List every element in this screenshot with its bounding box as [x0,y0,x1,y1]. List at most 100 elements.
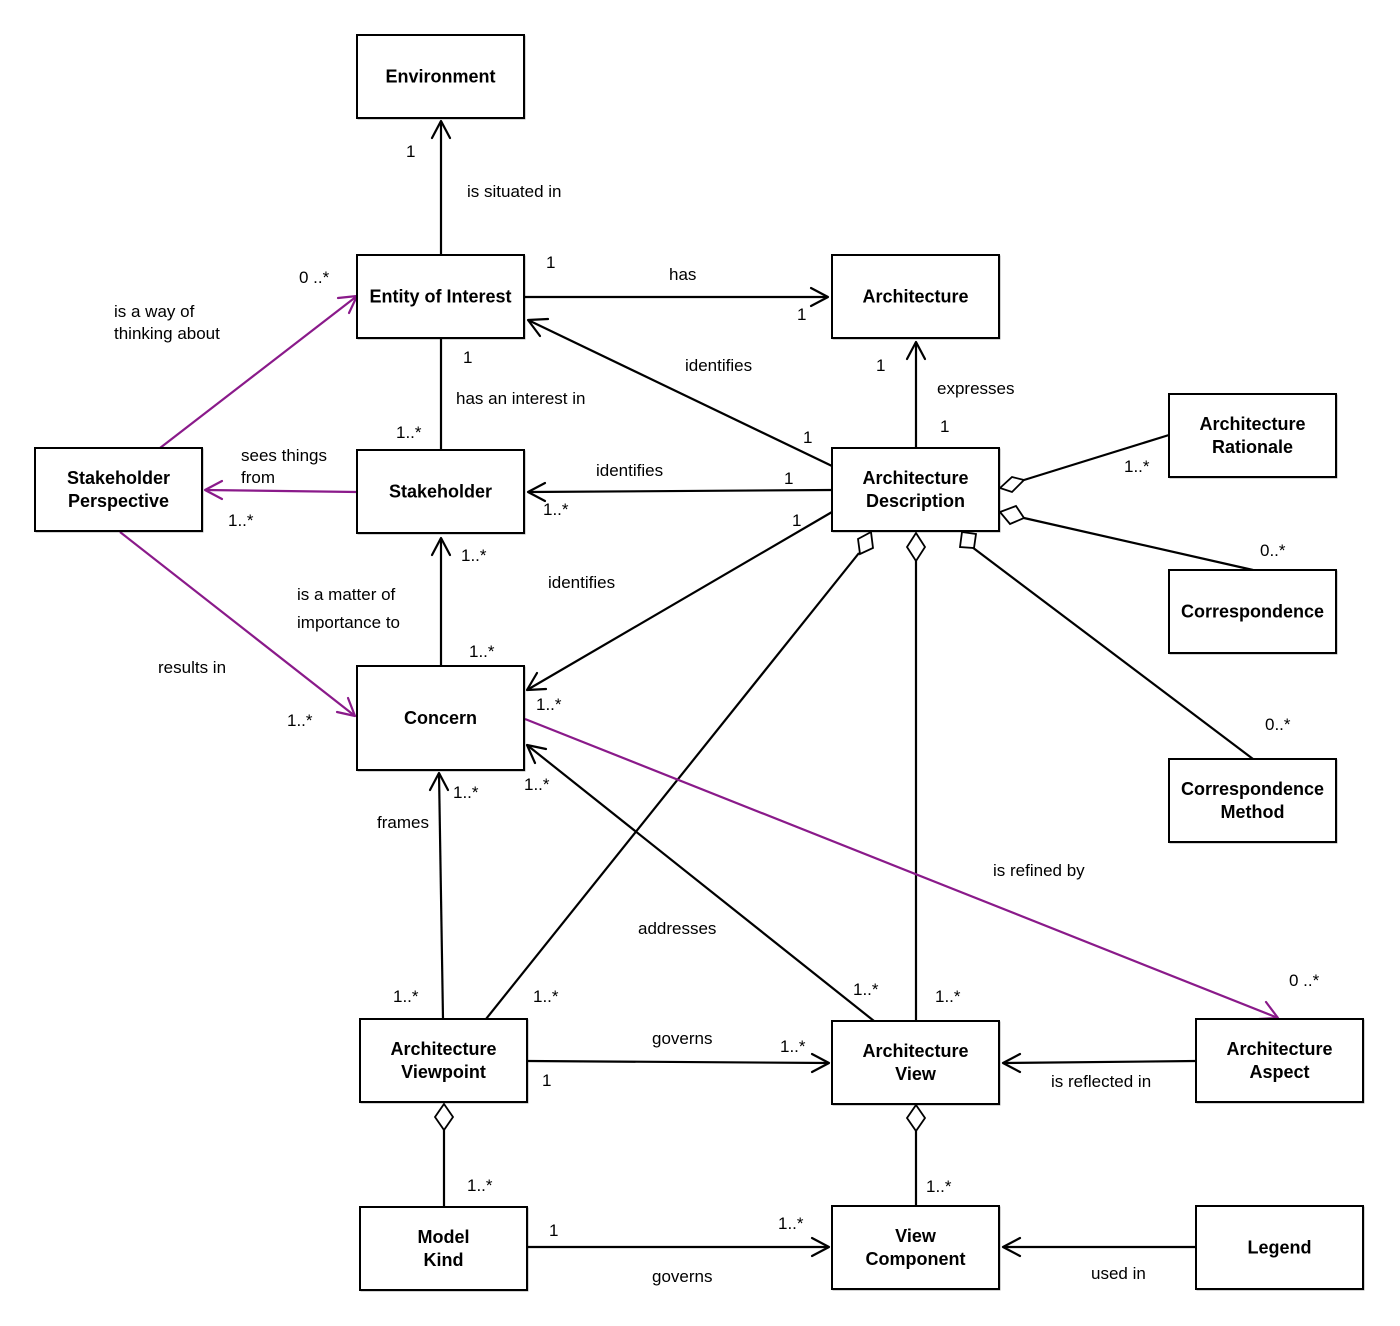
class-box-stakeholder: Stakeholder [356,449,526,535]
box-title-line: View [895,1064,937,1084]
box-title-line: Concern [404,708,477,728]
arrowhead-concern-results [335,696,357,718]
multiplicity-concern-matter-1n: 1..* [469,642,495,661]
box-title-line: Rationale [1212,437,1293,457]
class-box-legend: Legend [1195,1205,1365,1291]
multiplicity-ad-expr-1: 1 [940,417,949,436]
multiplicity-corr-0n: 0..* [1260,541,1286,560]
class-box-environment: Environment [356,34,526,120]
multiplicity-vp-frames-1n: 1..* [393,987,419,1006]
edge-ad-correspondence-method [971,546,1254,760]
edge-is-a-way-of-thinking-about [159,295,358,449]
edge-label-used-in: used in [1091,1264,1146,1283]
edge-ad-identifies-stakeholder [527,488,833,494]
aggregation-diamond-correspondence-method [958,530,978,549]
multiplicity-vc-governs-1n: 1..* [778,1214,804,1233]
multiplicity-shp-sees-1n: 1..* [228,511,254,530]
box-title-line: Architecture [862,1041,968,1061]
multiplicity-eoi-has-1: 1 [546,253,555,272]
arrowhead-stakeholder-identifies [526,481,547,503]
aggregation-diamond-correspondence [998,504,1026,526]
arrowhead-stakeholder-matter [430,536,452,557]
edge-ad-correspondence [1023,516,1254,572]
box-title-line: Architecture [1199,414,1305,434]
class-box-entity-of-interest: Entity of Interest [356,254,526,340]
box-frame [1195,1018,1364,1103]
aggregation-diamond-model-kind [433,1102,455,1132]
multiplicity-eoi-way-0n: 0 ..* [299,268,330,287]
class-box-correspondence: Correspondence [1168,569,1338,655]
multiplicity-concern-frames-1n: 1..* [453,783,479,802]
multiplicity-concern-id-1n: 1..* [536,695,562,714]
edge-label-frames: frames [377,813,429,832]
box-title-line: Architecture [862,468,968,488]
arrowhead-concern-addresses [525,743,548,765]
multiplicity-vc-agg-1n: 1..* [926,1177,952,1196]
aggregation-diamond-view-component [905,1103,927,1133]
edge-frames [437,772,445,1020]
box-frame [356,449,525,534]
box-title-line: Environment [385,67,495,87]
edge-label-has: has [669,265,696,284]
edge-label-identifies-2: identifies [596,461,663,480]
arrowhead-concern-identifies [525,671,548,692]
box-title-line: Architecture [862,287,968,307]
box-title-line: Description [866,491,965,511]
edge-label-governs-2: governs [652,1267,712,1286]
arrowhead-architecture-expresses [905,340,927,361]
box-title-line: Perspective [68,491,169,511]
box-frame [1168,393,1337,478]
multiplicity-vp-governs-1: 1 [542,1071,551,1090]
edge-ad-identifies-concern [526,511,833,691]
edge-label-sees-things-from: from [241,468,275,487]
edge-label-identifies-3: identifies [548,573,615,592]
edge-label-governs-1: governs [652,1029,712,1048]
connectors [119,119,1280,1258]
edge-governs-view [527,1059,830,1065]
edge-ad-identifies-eoi [527,319,833,467]
edge-ad-rationale [1023,433,1170,482]
multiplicity-aspect-0n: 0 ..* [1289,971,1320,990]
edge-results-in [119,531,356,717]
edge-label-results-in: results in [158,658,226,677]
multiplicity-view-addr-1n: 1..* [853,980,879,999]
edge-label-is-a-matter-of: importance to [297,613,400,632]
class-box-architecture: Architecture [831,254,1001,340]
box-title-line: Legend [1247,1238,1311,1258]
aggregation-diamond-rationale [998,476,1026,494]
box-frame [34,447,203,532]
box-title-line: Stakeholder [389,482,492,502]
multiplicity-view-agg-1n: 1..* [935,987,961,1006]
box-title-line: View [895,1226,937,1246]
multiplicity-ad-id-concern-1: 1 [792,511,801,530]
multiplicity-sh-id-1n: 1..* [543,500,569,519]
box-title-line: Architecture [390,1039,496,1059]
multiplicity-ad-id-sh-1: 1 [784,469,793,488]
box-frame [359,1018,528,1103]
multiplicity-corr-method-0n: 0..* [1265,715,1291,734]
box-title-line: Kind [424,1250,464,1270]
arrowhead-eoi-identifies [526,317,550,338]
arrowhead-view-reflected [1001,1052,1022,1074]
box-title-line: Component [866,1249,966,1269]
multiplicity-arch-has-1: 1 [797,305,806,324]
edge-label-has-an-interest-in: has an interest in [456,389,585,408]
multiplicity-sh-matter-1n: 1..* [461,546,487,565]
box-frame [1195,1205,1364,1290]
box-frame [359,1206,528,1291]
edge-is-reflected-in [1002,1059,1197,1065]
box-frame [831,254,1000,339]
arrowhead-concern-frames [428,771,450,792]
aggregation-diamond-viewpoint [857,530,874,556]
class-box-concern: Concern [356,665,526,772]
